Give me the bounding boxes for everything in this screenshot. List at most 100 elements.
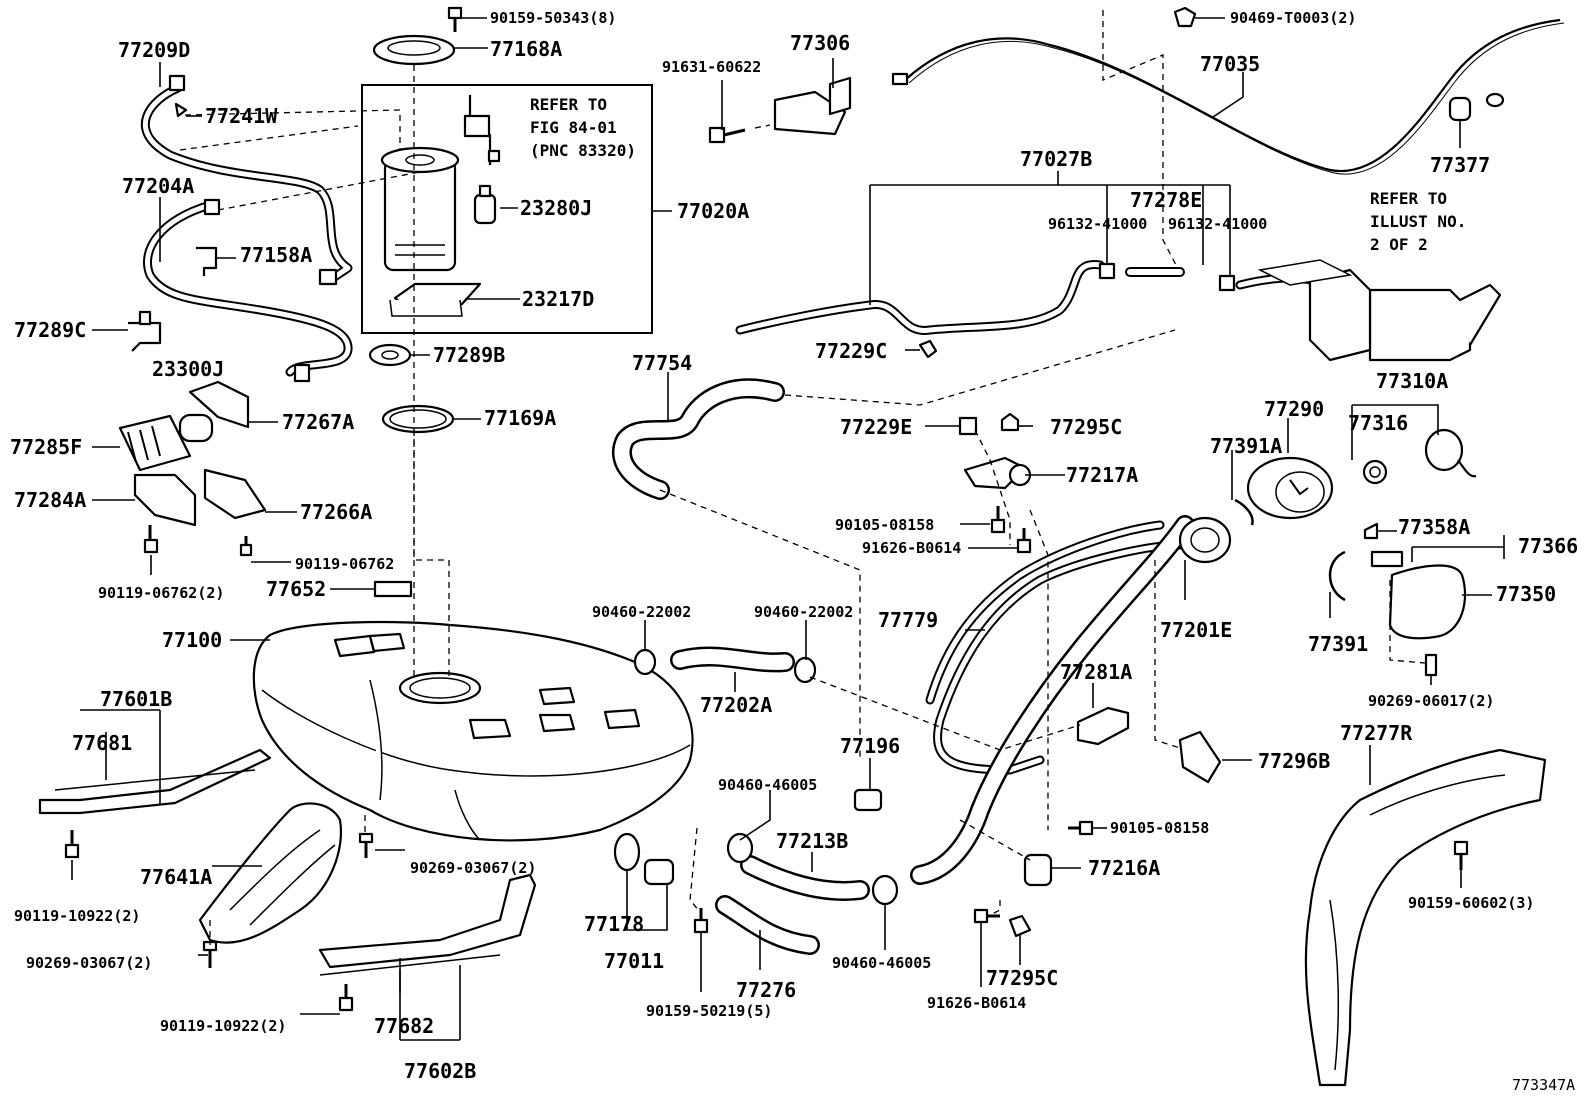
label-77754[interactable]: 77754 — [632, 351, 692, 375]
label-77202A[interactable]: 77202A — [700, 693, 772, 717]
label-77035[interactable]: 77035 — [1200, 52, 1260, 76]
pump-ref-line-2: FIG 84-01 — [530, 118, 617, 137]
label-77602B[interactable]: 77602B — [404, 1059, 476, 1083]
label-77285F[interactable]: 77285F — [10, 435, 82, 459]
label-90159-60602[interactable]: 90159-60602(3) — [1408, 894, 1534, 912]
label-96132-41000-b[interactable]: 96132-41000 — [1168, 215, 1267, 233]
label-77779[interactable]: 77779 — [878, 608, 938, 632]
label-77169A[interactable]: 77169A — [484, 406, 556, 430]
label-91631-60622[interactable]: 91631-60622 — [662, 58, 761, 76]
clamp-77158A-icon — [196, 246, 218, 276]
label-77295C-a[interactable]: 77295C — [1050, 415, 1122, 439]
label-77276[interactable]: 77276 — [736, 978, 796, 1002]
strap-77602B-icon — [318, 873, 537, 976]
label-91626-B0614-a[interactable]: 91626-B0614 — [862, 539, 961, 557]
sender-gauge-icon — [178, 413, 214, 443]
label-77213B[interactable]: 77213B — [776, 829, 848, 853]
pump-assembly-frame — [361, 84, 653, 334]
label-77020A[interactable]: 77020A — [677, 199, 749, 223]
label-77290[interactable]: 77290 — [1264, 397, 1324, 421]
label-90460-46005-a[interactable]: 90460-46005 — [718, 776, 817, 794]
label-77350[interactable]: 77350 — [1496, 582, 1556, 606]
label-77284A[interactable]: 77284A — [14, 488, 86, 512]
label-77316[interactable]: 77316 — [1348, 411, 1408, 435]
label-77391[interactable]: 77391 — [1308, 632, 1368, 656]
bolt-icon — [1016, 528, 1032, 554]
label-77241W[interactable]: 77241W — [205, 104, 278, 128]
label-91626-B0614-b[interactable]: 91626-B0614 — [927, 994, 1026, 1012]
bracket-77267A-icon — [188, 380, 250, 429]
pump-ref-line-3: (PNC 83320) — [530, 141, 636, 160]
label-90269-03067-a[interactable]: 90269-03067(2) — [410, 859, 536, 877]
label-77681[interactable]: 77681 — [72, 731, 132, 755]
canister-ref-line-3: 2 OF 2 — [1370, 235, 1428, 254]
label-90269-06017[interactable]: 90269-06017(2) — [1368, 692, 1494, 710]
label-77216A[interactable]: 77216A — [1088, 856, 1160, 880]
label-96132-41000-a[interactable]: 96132-41000 — [1048, 215, 1147, 233]
latch-77358A-icon — [1363, 522, 1379, 540]
label-77682[interactable]: 77682 — [374, 1014, 434, 1038]
label-90119-10922-a[interactable]: 90119-10922(2) — [14, 907, 140, 925]
label-77278E[interactable]: 77278E — [1130, 188, 1202, 212]
label-77295C-b[interactable]: 77295C — [986, 966, 1058, 990]
label-77310A[interactable]: 77310A — [1376, 369, 1448, 393]
label-77204A[interactable]: 77204A — [122, 174, 194, 198]
bolt-icon — [990, 506, 1006, 534]
label-90159-50343[interactable]: 90159-50343(8) — [490, 9, 616, 27]
label-23280J[interactable]: 23280J — [520, 196, 592, 220]
label-77289C[interactable]: 77289C — [14, 318, 86, 342]
label-90119-10922-b[interactable]: 90119-10922(2) — [160, 1017, 286, 1035]
label-77296B[interactable]: 77296B — [1258, 749, 1330, 773]
label-23300J[interactable]: 23300J — [152, 357, 224, 381]
clip-77295C-icon — [1000, 412, 1020, 432]
label-77281A[interactable]: 77281A — [1060, 660, 1132, 684]
label-90105-08158-a[interactable]: 90105-08158 — [835, 516, 934, 534]
bolt-icon — [693, 908, 709, 934]
label-77027B[interactable]: 77027B — [1020, 147, 1092, 171]
label-77601B[interactable]: 77601B — [100, 687, 172, 711]
label-90159-50219[interactable]: 90159-50219(5) — [646, 1002, 772, 1020]
label-90469-T0003[interactable]: 90469-T0003(2) — [1230, 9, 1356, 27]
label-90119-06762[interactable]: 90119-06762 — [295, 555, 394, 573]
label-77217A[interactable]: 77217A — [1066, 463, 1138, 487]
label-77358A[interactable]: 77358A — [1398, 515, 1470, 539]
clamp-icon — [633, 648, 657, 676]
label-90119-06762-2[interactable]: 90119-06762(2) — [98, 584, 224, 602]
label-77377[interactable]: 77377 — [1430, 153, 1490, 177]
label-77366[interactable]: 77366 — [1518, 534, 1578, 558]
label-77652[interactable]: 77652 — [266, 577, 326, 601]
hose-77276-icon — [715, 895, 820, 955]
valve-77011-icon — [643, 858, 675, 886]
label-77209D[interactable]: 77209D — [118, 38, 190, 62]
hose-77754-icon — [611, 378, 785, 500]
label-90460-22002-a[interactable]: 90460-22002 — [592, 603, 691, 621]
label-77277R[interactable]: 77277R — [1340, 721, 1413, 745]
label-77158A[interactable]: 77158A — [240, 243, 312, 267]
label-90105-08158-b[interactable]: 90105-08158 — [1110, 819, 1209, 837]
label-77266A[interactable]: 77266A — [300, 500, 372, 524]
bolt-top-icon — [447, 6, 463, 32]
label-77267A[interactable]: 77267A — [282, 410, 354, 434]
label-77196[interactable]: 77196 — [840, 734, 900, 758]
label-90460-46005-b[interactable]: 90460-46005 — [832, 954, 931, 972]
parts-drawing — [38, 6, 1565, 1087]
label-90269-03067-b[interactable]: 90269-03067(2) — [26, 954, 152, 972]
label-90460-22002-b[interactable]: 90460-22002 — [754, 603, 853, 621]
diagram-id: 773347A — [1512, 1076, 1575, 1094]
label-77289B[interactable]: 77289B — [433, 343, 505, 367]
screw-icon — [358, 832, 374, 858]
label-77229C[interactable]: 77229C — [815, 339, 887, 363]
label-77011[interactable]: 77011 — [604, 949, 664, 973]
label-77391A[interactable]: 77391A — [1210, 434, 1282, 458]
label-77641A[interactable]: 77641A — [140, 865, 212, 889]
label-77306[interactable]: 77306 — [790, 31, 850, 55]
label-77178[interactable]: 77178 — [584, 912, 644, 936]
label-23217D[interactable]: 23217D — [522, 287, 594, 311]
label-77100[interactable]: 77100 — [162, 628, 222, 652]
label-77201E[interactable]: 77201E — [1160, 618, 1232, 642]
label-77168A[interactable]: 77168A — [490, 37, 562, 61]
assembly-dashed-lines — [179, 10, 1426, 945]
bracket-77266A-icon — [203, 468, 267, 520]
label-77229E[interactable]: 77229E — [840, 415, 912, 439]
